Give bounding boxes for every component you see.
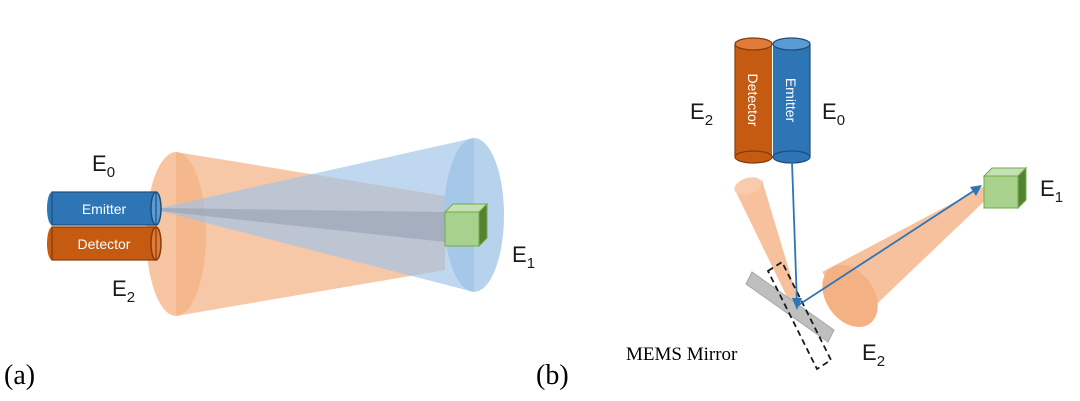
e1-label: E1 (512, 242, 535, 272)
target-cube-b (982, 166, 1028, 210)
emitter-tube-vertical (772, 37, 811, 164)
panel-b-label: (b) (536, 360, 569, 391)
emitter-beam (791, 161, 982, 310)
panel-a-label: (a) (4, 360, 35, 391)
emitter-label-vertical: Emitter (783, 78, 799, 123)
detector-label-vertical: Detector (745, 74, 761, 127)
mems-mirror (745, 260, 835, 371)
detector-cone-upper (734, 177, 798, 303)
emitter-label: Emitter (82, 201, 127, 217)
cone-overlap-region (160, 208, 445, 242)
e0-label-b: E0 (822, 99, 845, 129)
emitter-tube (47, 191, 162, 226)
e2-label: E2 (112, 276, 135, 306)
e2-label-top: E2 (690, 99, 713, 129)
e0-label: E0 (92, 151, 115, 181)
e2-label-bottom: E2 (862, 340, 885, 370)
panel-a: Emitter Detector E0 E2 E1 (a) (4, 138, 535, 391)
mems-mirror-label: MEMS Mirror (626, 344, 738, 365)
e1-label-b: E1 (1040, 176, 1063, 206)
detector-label: Detector (78, 236, 131, 252)
mirror-rotation-range (766, 260, 833, 371)
panel-b: Detector Emitter (536, 37, 1063, 391)
detector-cone-lower (822, 186, 994, 328)
detector-tube (47, 226, 162, 261)
target-cube (443, 202, 489, 248)
detector-tube-vertical (734, 37, 773, 164)
